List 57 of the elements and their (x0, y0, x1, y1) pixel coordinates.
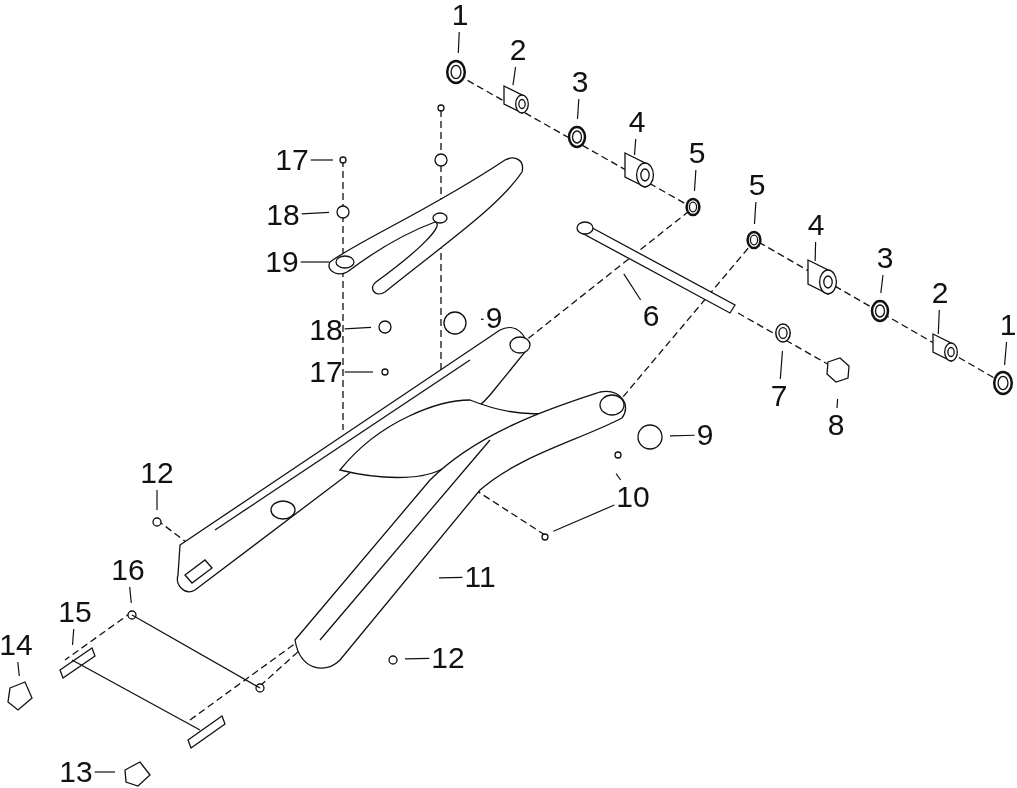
callout-number: 2 (931, 278, 949, 308)
callout-number: 2 (509, 35, 527, 65)
callout-number: 15 (58, 597, 92, 627)
leader-line (779, 350, 784, 380)
callout-number: 17 (275, 145, 309, 175)
leader-line (71, 628, 75, 646)
leader-line (814, 241, 817, 262)
leader-line (880, 274, 884, 294)
leader-line (615, 473, 622, 481)
callout-number: 18 (266, 200, 300, 230)
callout-number: 11 (464, 562, 496, 592)
leader-line (310, 159, 334, 161)
callout-number: 19 (265, 247, 299, 277)
callout-number: 10 (616, 482, 650, 512)
callout-number: 8 (827, 410, 845, 440)
callout-number: 17 (309, 357, 343, 387)
leader-line (301, 211, 330, 215)
callout-number: 12 (431, 643, 465, 673)
callout-number: 4 (807, 210, 825, 240)
callout-number: 1 (451, 0, 469, 30)
callout-number: 12 (140, 458, 174, 488)
leader-line (457, 31, 460, 54)
leader-line (669, 434, 696, 437)
callout-number: 7 (770, 381, 788, 411)
leader-line (156, 489, 158, 511)
leader-line (512, 66, 517, 86)
leader-line (17, 661, 20, 677)
leader-line (693, 169, 697, 192)
callout-number: 9 (485, 303, 503, 333)
leader-line (937, 309, 940, 335)
callout-number: 5 (688, 138, 706, 168)
callout-number: 1 (999, 310, 1017, 340)
leader-line (1004, 341, 1008, 366)
callout-number: 14 (0, 630, 33, 660)
callout-number: 13 (59, 757, 93, 787)
leader-line (836, 398, 839, 409)
leader-line (344, 371, 374, 373)
leader-line (576, 98, 580, 120)
leader-line (480, 318, 485, 320)
leader-line (129, 586, 132, 604)
callout-number: 3 (571, 67, 589, 97)
leader-line (623, 273, 642, 301)
callout-number: 16 (111, 555, 145, 585)
callout-number: 18 (309, 315, 343, 345)
leader-line (300, 261, 330, 263)
callout-number: 6 (642, 301, 660, 331)
leader-line (94, 771, 116, 773)
leader-line (633, 138, 637, 156)
callout-number: 9 (696, 420, 714, 450)
leader-line (552, 504, 615, 532)
callout-number: 5 (748, 170, 766, 200)
callout-number: 4 (628, 107, 646, 137)
callout-number: 3 (876, 243, 894, 273)
leader-line (404, 657, 430, 660)
leader-line (344, 326, 372, 330)
leader-line (438, 576, 464, 579)
leader-line (753, 201, 757, 225)
